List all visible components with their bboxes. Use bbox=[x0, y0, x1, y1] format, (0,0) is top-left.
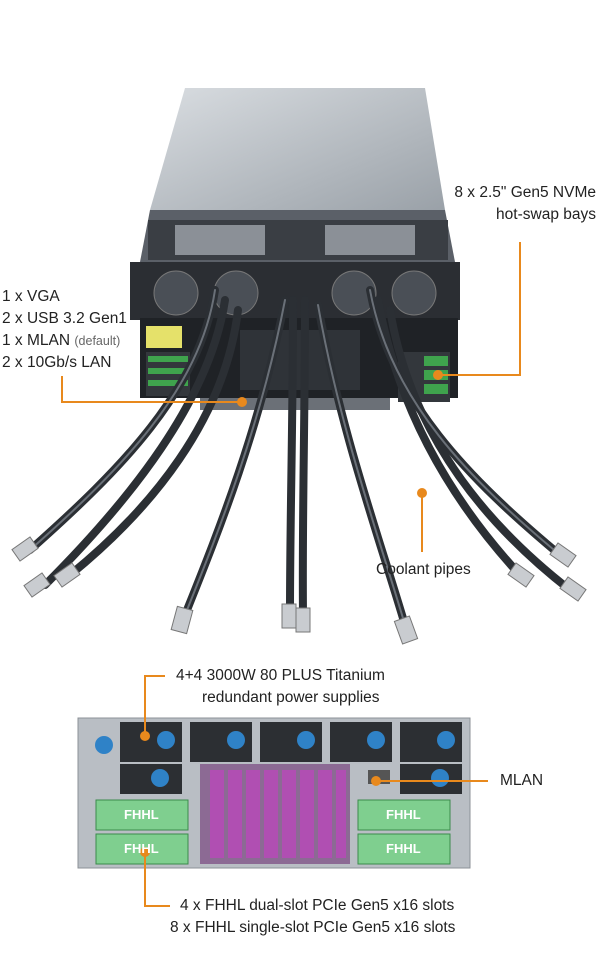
mlan-rear-callout: MLAN bbox=[500, 772, 544, 789]
io-lan: 2 x 10Gb/s LAN bbox=[2, 354, 112, 371]
psu-callout-line1: 4+4 3000W 80 PLUS Titanium bbox=[176, 667, 385, 684]
io-callout: 1 x VGA 2 x USB 3.2 Gen1 1 x MLAN (defau… bbox=[2, 286, 127, 374]
fhhl-label-top-right: FHHL bbox=[386, 807, 421, 822]
io-vga: 1 x VGA bbox=[2, 288, 60, 305]
io-usb: 2 x USB 3.2 Gen1 bbox=[2, 310, 127, 327]
io-mlan: 1 x MLAN bbox=[2, 332, 71, 349]
pcie-callout-line1: 4 x FHHL dual-slot PCIe Gen5 x16 slots bbox=[180, 897, 455, 914]
pcie-callout-line2: 8 x FHHL single-slot PCIe Gen5 x16 slots bbox=[170, 919, 456, 936]
fhhl-label-bottom-left: FHHL bbox=[124, 841, 159, 856]
io-mlan-row: 1 x MLAN (default) bbox=[2, 330, 127, 352]
io-mlan-note: (default) bbox=[74, 334, 121, 348]
fhhl-label-top-left: FHHL bbox=[124, 807, 159, 822]
coolant-callout: Coolant pipes bbox=[376, 561, 471, 578]
coolant-pipes bbox=[26, 286, 574, 629]
fhhl-label-bottom-right: FHHL bbox=[386, 841, 421, 856]
nvme-callout: 8 x 2.5" Gen5 NVMe hot-swap bays bbox=[396, 182, 596, 226]
coolant-connectors bbox=[11, 536, 587, 645]
callout-dots bbox=[140, 370, 443, 857]
nvme-callout-line2: hot-swap bays bbox=[496, 206, 596, 223]
server-chassis-top bbox=[140, 88, 455, 262]
nvme-callout-line1: 8 x 2.5" Gen5 NVMe bbox=[454, 184, 596, 201]
psu-callout: 4+4 3000W 80 PLUS Titanium redundant pow… bbox=[176, 665, 385, 709]
callout-lines bbox=[61, 242, 521, 907]
psu-callout-line2: redundant power supplies bbox=[202, 689, 380, 706]
pcie-callout: 4 x FHHL dual-slot PCIe Gen5 x16 slots 8… bbox=[170, 895, 455, 939]
server-rear-panel bbox=[77, 717, 471, 869]
